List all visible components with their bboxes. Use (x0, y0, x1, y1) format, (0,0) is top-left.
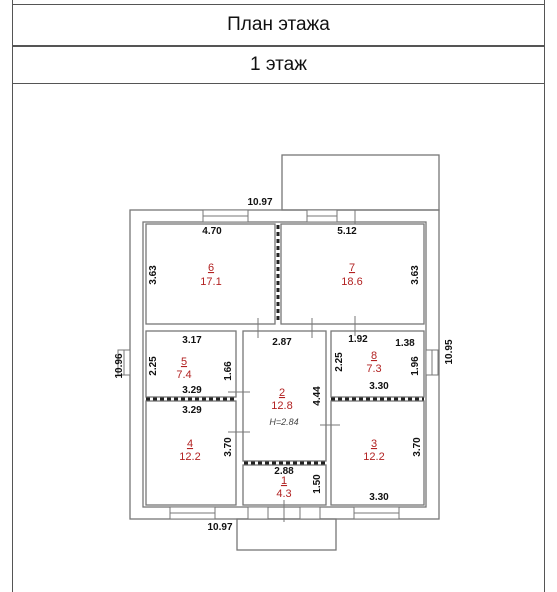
room-8-right: 1.96 (410, 356, 421, 376)
room-6-area: 17.1 (200, 276, 221, 288)
dim-left-total: 10.96 (114, 353, 125, 378)
room-2-area: 12.8 (271, 400, 292, 412)
ceiling-height: H=2.84 (269, 417, 298, 427)
room-2-number: 2 (279, 387, 285, 399)
window-bottom-mid2 (299, 506, 321, 520)
room-5-outline (145, 330, 237, 398)
room-3-outline (330, 400, 425, 506)
dim-top-total: 10.97 (247, 197, 272, 208)
room-2-top: 2.87 (272, 337, 292, 348)
room-8-outline (330, 330, 425, 398)
room-8-left: 2.25 (334, 352, 345, 372)
page-title: План этажа (12, 4, 545, 46)
room-1-area: 4.3 (276, 488, 291, 500)
room-8-number: 8 (371, 350, 377, 362)
room-7-number: 7 (349, 262, 355, 274)
room-6-number: 6 (208, 262, 214, 274)
room-5-right: 1.66 (223, 361, 234, 381)
room-5-left: 2.25 (148, 356, 159, 376)
room-5-bottom: 3.29 (182, 385, 202, 396)
room-1-side: 1.50 (312, 474, 323, 494)
dim-right-total: 10.95 (444, 339, 455, 364)
room-5-top: 3.17 (182, 335, 202, 346)
room-6-outline (145, 223, 276, 325)
room-7-width: 5.12 (337, 226, 357, 237)
page-frame (12, 0, 545, 592)
room-7-height: 3.63 (410, 265, 421, 285)
dim-bottom-total: 10.97 (207, 522, 232, 533)
room-3-bottom: 3.30 (369, 492, 389, 503)
room-4-number: 4 (187, 438, 193, 450)
room-8-top-b: 1.38 (395, 338, 415, 349)
room-4-outline (145, 400, 237, 506)
room-7-outline (280, 223, 425, 325)
room-4-area: 12.2 (179, 451, 200, 463)
room-1-top: 2.88 (274, 466, 294, 477)
room-8-top-a: 1.92 (348, 334, 368, 345)
room-6-height: 3.63 (148, 265, 159, 285)
room-3-side: 3.70 (412, 437, 423, 457)
room-4-top: 3.29 (182, 405, 202, 416)
room-1-number: 1 (281, 475, 287, 487)
window-bottom-mid (247, 506, 269, 520)
room-8-bottom: 3.30 (369, 381, 389, 392)
room-5-area: 7.4 (176, 369, 191, 381)
room-2-side: 4.44 (312, 386, 323, 406)
room-6-width: 4.70 (202, 226, 222, 237)
room-8-area: 7.3 (366, 363, 381, 375)
room-2-outline (242, 330, 327, 462)
room-3-number: 3 (371, 438, 377, 450)
floor-label: 1 этаж (12, 46, 545, 84)
room-7-area: 18.6 (341, 276, 362, 288)
porch (236, 518, 337, 551)
room-4-side: 3.70 (223, 437, 234, 457)
room-3-area: 12.2 (363, 451, 384, 463)
room-5-number: 5 (181, 356, 187, 368)
terrace (281, 154, 440, 211)
